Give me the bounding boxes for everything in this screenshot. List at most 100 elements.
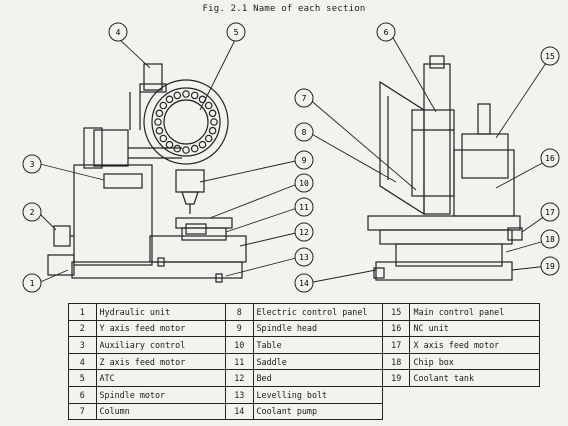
atc-pocket — [165, 140, 174, 149]
legend-number: 8 — [224, 303, 254, 321]
coolant-tank-shape — [375, 261, 513, 281]
control-panel-shape — [461, 133, 509, 179]
legend-number: 15 — [381, 303, 411, 321]
atc-pocket — [182, 90, 190, 98]
legend-number: 16 — [381, 319, 411, 338]
legend-number: 3 — [68, 336, 97, 354]
legend-label: X axis feed motor — [409, 336, 540, 354]
callout-2: 2 — [22, 202, 42, 222]
svg-text:1: 1 — [30, 279, 35, 288]
table-shape — [175, 217, 233, 229]
electric-panel-shape — [379, 80, 425, 216]
side-bed-shape — [367, 215, 521, 231]
svg-text:6: 6 — [384, 28, 389, 37]
legend-number: 14 — [224, 402, 254, 421]
saddle-shape — [181, 227, 227, 241]
atc-pocket — [173, 144, 182, 153]
atc-pocket — [204, 101, 213, 110]
svg-text:3: 3 — [30, 160, 35, 169]
legend-label: Bed — [252, 369, 383, 387]
legend-label: NC unit — [409, 319, 540, 338]
legend-label: Main control panel — [409, 303, 540, 321]
spindle-motor-shape — [411, 109, 455, 197]
legend-number: 4 — [68, 352, 97, 371]
legend-empty — [410, 403, 540, 420]
bed-upper-shape — [149, 235, 247, 263]
legend-label: Saddle — [252, 352, 383, 371]
callout-7: 7 — [294, 88, 314, 108]
side-view-machine — [367, 55, 523, 281]
chip-box-shape — [395, 243, 503, 267]
callout-9: 9 — [294, 150, 314, 170]
legend-number: 6 — [68, 385, 97, 404]
atc-pocket — [208, 126, 217, 135]
atc-pocket — [155, 126, 164, 135]
atc-pocket — [208, 109, 217, 118]
callout-5: 5 — [226, 22, 246, 42]
legend-number: 10 — [224, 336, 254, 354]
atc-pocket — [173, 91, 182, 100]
callout-16: 16 — [540, 148, 560, 168]
figure-caption: Fig. 2.1 Name of each section — [202, 4, 366, 14]
legend-label: Spindle head — [252, 319, 383, 338]
callouts: 1 2 3 4 5 6 7 8 9 10 11 12 13 14 15 16 1… — [22, 22, 560, 293]
legend-label: Electric control panel — [252, 303, 383, 321]
callout-10: 10 — [294, 173, 314, 193]
atc-pockets — [154, 90, 218, 154]
callout-18: 18 — [540, 229, 560, 249]
atc-pocket — [204, 134, 213, 143]
atc-pocket — [190, 144, 199, 153]
svg-text:9: 9 — [302, 156, 307, 165]
callout-6: 6 — [376, 22, 396, 42]
svg-text:4: 4 — [116, 28, 121, 37]
leader-lines — [37, 35, 549, 284]
atc-pocket — [198, 95, 207, 104]
legend-label: Levelling bolt — [252, 385, 383, 404]
svg-text:2: 2 — [30, 208, 35, 217]
svg-text:16: 16 — [545, 154, 555, 163]
callout-1: 1 — [22, 273, 42, 293]
legend-label: Chip box — [409, 352, 540, 371]
svg-text:17: 17 — [545, 208, 555, 217]
callout-11: 11 — [294, 197, 314, 217]
atc-pocket — [182, 146, 190, 154]
legend-number: 18 — [381, 352, 411, 371]
legend-number: 1 — [68, 303, 97, 321]
svg-text:15: 15 — [545, 52, 555, 61]
legend-number: 12 — [224, 369, 254, 387]
callout-3: 3 — [22, 154, 42, 174]
legend-empty — [382, 403, 410, 420]
callout-19: 19 — [540, 256, 560, 276]
column-shape — [423, 63, 451, 215]
callout-12: 12 — [294, 222, 314, 242]
callout-14: 14 — [294, 273, 314, 293]
atc-outer — [143, 79, 229, 165]
svg-text:10: 10 — [299, 179, 309, 188]
callout-17: 17 — [540, 202, 560, 222]
x-motor-shape — [507, 227, 523, 241]
svg-text:19: 19 — [545, 262, 555, 271]
atc-pocket — [159, 134, 168, 143]
legend-label: Y axis feed motor — [95, 319, 226, 338]
legend-empty — [382, 386, 410, 403]
svg-text:14: 14 — [299, 279, 309, 288]
legend-number: 9 — [224, 319, 254, 338]
atc-pocket — [155, 109, 164, 118]
atc-pocket — [154, 118, 162, 126]
svg-text:12: 12 — [299, 228, 309, 237]
legend-label: ATC — [95, 369, 226, 387]
legend-number: 17 — [381, 336, 411, 354]
svg-text:5: 5 — [234, 28, 239, 37]
legend-label: Z axis feed motor — [95, 352, 226, 371]
atc-pocket — [159, 101, 168, 110]
z-motor-shape — [143, 63, 163, 91]
legend-label: Table — [252, 336, 383, 354]
